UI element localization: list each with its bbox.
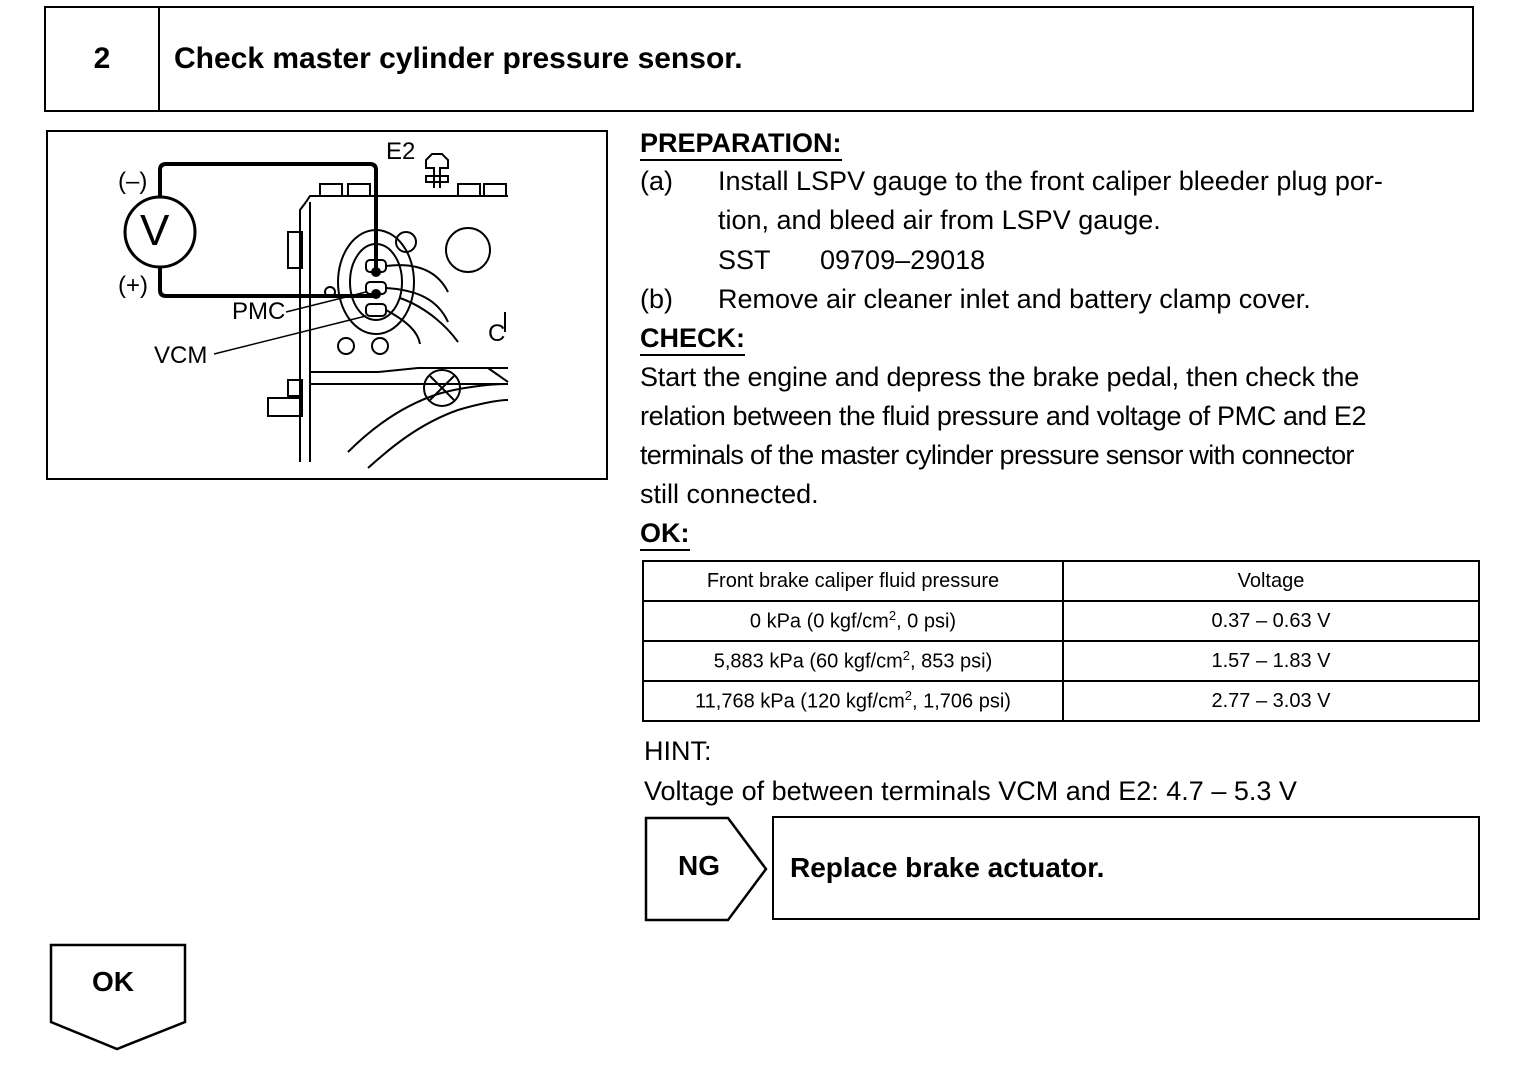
pressure-cell: 0 kPa (0 kgf/cm2, 0 psi) bbox=[642, 600, 1064, 642]
fitting bbox=[319, 183, 343, 197]
check-line-3: terminals of the master cylinder pressur… bbox=[640, 440, 1354, 470]
ok-arrow-shape bbox=[49, 943, 187, 1051]
prep-a-line2: tion, and bleed air from LSPV gauge. bbox=[718, 205, 1161, 235]
pressure-cell: 11,768 kPa (120 kgf/cm2, 1,706 psi) bbox=[642, 680, 1064, 722]
sst-number: 09709–29018 bbox=[820, 245, 986, 275]
ok-heading: OK: bbox=[640, 518, 690, 551]
ng-label: NG bbox=[678, 850, 720, 881]
fitting bbox=[457, 183, 481, 197]
voltage-cell: 2.77 – 3.03 V bbox=[1062, 680, 1480, 722]
ng-arrow-shape bbox=[644, 816, 768, 922]
prep-a-line1: Install LSPV gauge to the front caliper … bbox=[718, 166, 1383, 196]
fitting bbox=[347, 183, 371, 197]
prep-a-marker: (a) bbox=[640, 166, 673, 196]
step-title: Check master cylinder pressure sensor. bbox=[174, 42, 743, 75]
plus-label: (+) bbox=[118, 272, 148, 299]
voltmeter-label: V bbox=[140, 206, 170, 255]
header-voltage: Voltage bbox=[1062, 560, 1480, 602]
check-line-1: Start the engine and depress the brake p… bbox=[640, 362, 1360, 392]
header-pressure: Front brake caliper fluid pressure bbox=[642, 560, 1064, 602]
vcm-label: VCM bbox=[154, 342, 208, 369]
table-row: 11,768 kPa (120 kgf/cm2, 1,706 psi) 2.77… bbox=[642, 680, 1480, 722]
pressure-cell: 5,883 kPa (60 kgf/cm2, 853 psi) bbox=[642, 640, 1064, 682]
voltage-cell: 1.57 – 1.83 V bbox=[1062, 640, 1480, 682]
check-line-4: still connected. bbox=[640, 479, 819, 509]
check-line-2: relation between the fluid pressure and … bbox=[640, 401, 1367, 431]
sensor-figure: E2 (–) (+) V PMC VCM C bbox=[46, 130, 608, 480]
pmc-label: PMC bbox=[232, 298, 286, 325]
sst-label: SST bbox=[718, 245, 771, 275]
voltage-cell: 0.37 – 0.63 V bbox=[1062, 600, 1480, 642]
ok-flow-label: OK bbox=[92, 966, 134, 997]
hint-heading: HINT: bbox=[644, 736, 712, 766]
port bbox=[445, 227, 491, 273]
bracket bbox=[287, 231, 303, 269]
preparation-heading: PREPARATION: bbox=[640, 128, 842, 161]
fitting bbox=[483, 183, 507, 197]
e2-label: E2 bbox=[386, 138, 416, 165]
minus-label: (–) bbox=[118, 168, 148, 195]
bolt bbox=[423, 369, 461, 407]
actuator-left-edge bbox=[299, 201, 307, 462]
negative-lead bbox=[158, 162, 378, 272]
step-number: 2 bbox=[46, 8, 160, 110]
hint-text: Voltage of between terminals VCM and E2:… bbox=[644, 776, 1297, 806]
step-header: 2 Check master cylinder pressure sensor. bbox=[44, 6, 1474, 112]
sensor-wiring-illustration bbox=[123, 153, 509, 469]
prep-b-marker: (b) bbox=[640, 284, 673, 314]
prep-b-text: Remove air cleaner inlet and battery cla… bbox=[718, 284, 1311, 314]
check-heading: CHECK: bbox=[640, 323, 745, 356]
c-label: C bbox=[488, 320, 506, 347]
ng-action: Replace brake actuator. bbox=[772, 816, 1480, 920]
actuator-top-edge bbox=[305, 195, 508, 203]
table-header-row: Front brake caliper fluid pressure Volta… bbox=[642, 560, 1480, 602]
table-row: 0 kPa (0 kgf/cm2, 0 psi) 0.37 – 0.63 V bbox=[642, 600, 1480, 642]
positive-lead bbox=[158, 267, 376, 298]
table-row: 5,883 kPa (60 kgf/cm2, 853 psi) 1.57 – 1… bbox=[642, 640, 1480, 682]
spec-table: Front brake caliper fluid pressure Volta… bbox=[642, 560, 1480, 722]
